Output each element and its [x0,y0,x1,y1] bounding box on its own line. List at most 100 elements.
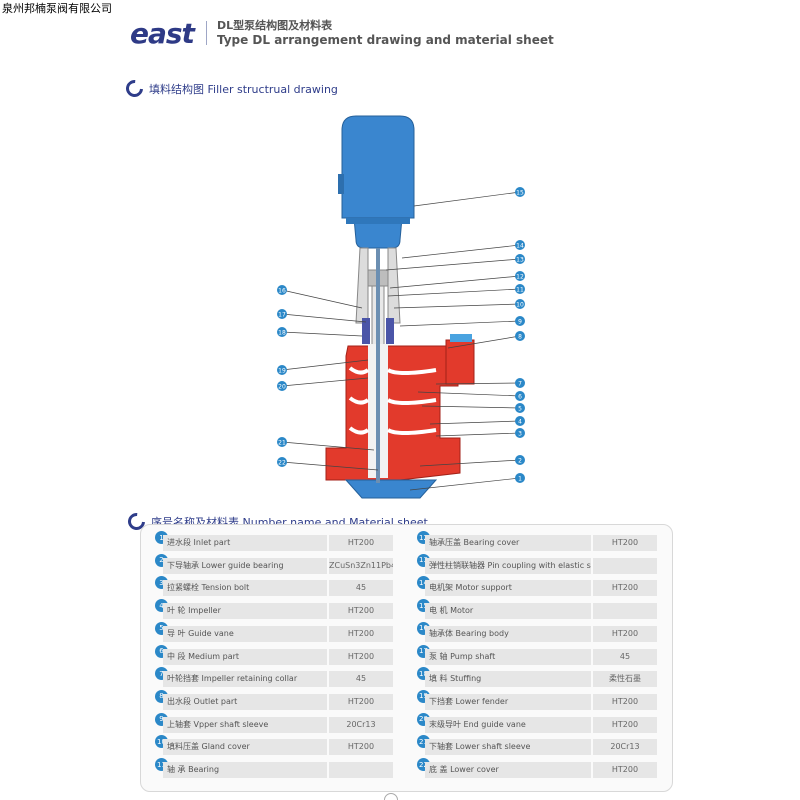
leader-line [385,258,521,271]
callout-number: 2 [518,458,522,465]
page-number-mark [384,793,398,800]
leader-line [413,191,521,207]
part-material: HT200 [593,762,657,778]
part-material: 柔性石墨 [593,671,657,688]
leader-line [387,288,521,297]
leader-line [399,320,521,327]
part-material: HT200 [329,535,393,551]
callout-number: 9 [518,319,522,326]
callout-number: 14 [516,243,524,250]
leader-line [281,359,369,371]
callout-number: 13 [516,257,524,264]
callout-badge [515,331,525,341]
callout-badge [277,327,287,337]
pump-shaft-illustration [376,248,380,483]
table-row: 轴 承 Bearing [163,762,393,778]
callout-number: 5 [518,406,522,413]
part-material: HT200 [593,535,657,551]
callout-number: 18 [278,330,286,337]
callout-number: 12 [516,274,524,281]
part-material: HT200 [593,716,657,733]
callout-badge [515,187,525,197]
section-ring-icon [122,76,147,101]
callout-badge [277,437,287,447]
callout-number: 20 [278,384,286,391]
leader-line [429,420,521,425]
callout-badge [515,316,525,326]
callout-number: 19 [278,368,286,375]
part-name: 中 段 Medium part [163,648,327,665]
leader-line [281,377,369,387]
part-material: ZCuSn3Zn11Pb4 [329,557,393,574]
part-material [329,762,393,778]
table-row: 电 机 Motor [425,603,657,620]
table-row: 弹性柱销联轴器 Pin coupling with elastic sleeve… [425,557,657,574]
leader-line [401,244,521,259]
callout-number: 11 [516,287,524,294]
callout-badge [515,473,525,483]
callout-badge [515,284,525,294]
part-name: 出水段 Outlet part [163,693,327,710]
callout-badge [515,403,525,413]
part-name: 弹性柱销联轴器 Pin coupling with elastic sleeve… [425,557,591,574]
part-name: 拉紧螺栓 Tension bolt [163,580,327,597]
stuffing-illustration [362,318,370,344]
part-material: HT200 [329,625,393,642]
callout-number: 22 [278,460,286,467]
callout-badge [515,378,525,388]
callout-badge [515,271,525,281]
callout-number: 17 [278,312,286,319]
leader-line [435,432,521,437]
leader-line [281,461,379,471]
callout-number: 7 [518,381,522,388]
callout-badge [515,240,525,250]
leader-line [447,335,521,349]
callout-badge [515,416,525,426]
leader-line [281,331,363,337]
callout-number: 6 [518,394,522,401]
leader-line [419,459,521,467]
part-material: HT200 [329,739,393,756]
part-material: HT200 [593,580,657,597]
part-name: 下轴套 Lower shaft sleeve [425,739,591,756]
part-name: 进水段 Inlet part [163,535,327,551]
callout-badge [277,457,287,467]
part-material [593,557,657,574]
callout-number: 10 [516,302,524,309]
brand-logo: east [130,16,195,50]
part-name: 下挡套 Lower fender [425,693,591,710]
part-material: 45 [593,648,657,665]
part-name: 导 叶 Guide vane [163,625,327,642]
part-name: 轴承压盖 Bearing cover [425,535,591,551]
callout-badge [515,428,525,438]
part-name: 叶 轮 Impeller [163,603,327,620]
callout-badge [515,391,525,401]
title-english: Type DL arrangement drawing and material… [216,32,554,47]
callout-badge [277,309,287,319]
part-material: HT200 [593,625,657,642]
part-name: 电机架 Motor support [425,580,591,597]
leader-line [421,405,521,409]
part-material: HT200 [593,693,657,710]
pump-casing-illustration [325,334,475,499]
section-filler-drawing: 填料结构图 Filler structrual drawing [122,76,338,101]
leader-line [393,303,521,309]
part-name: 下导轴承 Lower guide bearing [163,557,327,574]
part-material: 45 [329,671,393,688]
header-titles: DL型泵结构图及材料表 Type DL arrangement drawing … [217,19,554,48]
callout-number: 16 [278,288,286,295]
